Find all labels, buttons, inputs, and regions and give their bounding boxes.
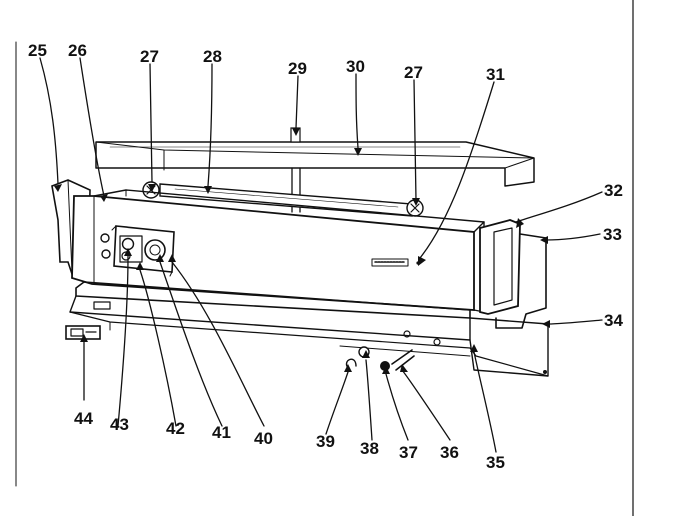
callout-30: 30 — [346, 57, 365, 76]
right-end-cap — [479, 219, 521, 315]
callout-27-left: 27 — [140, 47, 159, 66]
callout-26: 26 — [68, 41, 87, 60]
control-panel-housing — [71, 189, 485, 313]
leader-lines — [39, 57, 603, 453]
callout-36: 36 — [440, 443, 459, 462]
callout-39: 39 — [316, 432, 335, 451]
callout-38: 38 — [360, 439, 379, 458]
callout-25: 25 — [28, 41, 47, 60]
callout-34: 34 — [604, 311, 623, 330]
callout-35: 35 — [486, 453, 505, 472]
callout-41: 41 — [212, 423, 231, 442]
callout-27-right: 27 — [404, 63, 423, 82]
callout-33: 33 — [603, 225, 622, 244]
leader-arrowheads — [54, 128, 550, 374]
callout-31: 31 — [486, 65, 505, 84]
callout-37: 37 — [399, 443, 418, 462]
callout-42: 42 — [166, 419, 185, 438]
callout-43: 43 — [110, 415, 129, 434]
callout-44: 44 — [74, 409, 93, 428]
callout-28: 28 — [203, 47, 222, 66]
callout-32: 32 — [604, 181, 623, 200]
callout-29: 29 — [288, 59, 307, 78]
callout-40: 40 — [254, 429, 273, 448]
top-cover-channel — [95, 141, 535, 187]
